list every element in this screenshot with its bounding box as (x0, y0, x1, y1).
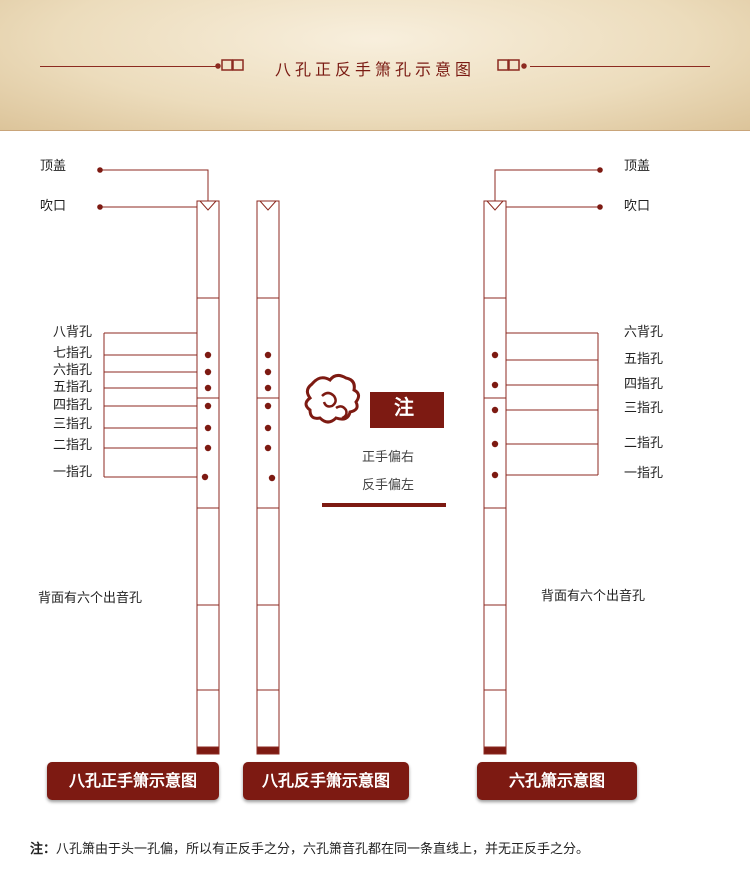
left-pointer-lines (100, 169, 209, 478)
left-hole-label-3: 三指孔 (53, 417, 93, 432)
right-hole-label-1: 一指孔 (624, 466, 664, 481)
right-hole-label-5: 五指孔 (624, 352, 664, 367)
hole-2 (204, 444, 212, 452)
pill-left: 八孔正手箫示意图 (47, 762, 219, 800)
hole-3 (204, 424, 212, 432)
hole-1 (201, 473, 209, 481)
hole-4 (204, 402, 212, 410)
left-hole-label-7: 七指孔 (53, 346, 93, 361)
footer-note: 注：八孔箫由于头一孔偏，所以有正反手之分，六孔箫音孔都在同一条直线上，并无正反手… (30, 838, 589, 857)
note-title: 注 (394, 395, 414, 419)
footer-prefix: 注： (30, 842, 57, 857)
left-top-cap-dot (97, 167, 103, 173)
left-mouthpiece-label: 吹口 (40, 199, 67, 214)
header-ornament-left (215, 59, 244, 71)
cloud-ornament-icon (304, 373, 361, 424)
header-right-line (530, 66, 710, 67)
right-hole-label-2: 二指孔 (624, 436, 664, 451)
hole-7 (204, 351, 212, 359)
flute-middle-holes (264, 351, 276, 482)
pill-right: 六孔箫示意图 (477, 762, 637, 800)
right-hole-label-4: 四指孔 (624, 377, 664, 392)
left-back-note: 背面有六个出音孔 (38, 591, 143, 606)
note-line-1: 正手偏右 (362, 450, 415, 465)
right-back-note: 背面有六个出音孔 (541, 589, 646, 604)
hole-5 (204, 384, 212, 392)
footer-text: 八孔箫由于头一孔偏，所以有正反手之分，六孔箫音孔都在同一条直线上，并无正反手之分… (56, 842, 590, 857)
left-hole-label-8: 八背孔 (53, 325, 93, 340)
note-line-2: 反手偏左 (362, 478, 415, 493)
flute-right-holes (491, 351, 499, 479)
header-background (0, 0, 750, 130)
header-left-line (40, 66, 220, 67)
right-hole-label-3: 三指孔 (624, 401, 664, 416)
note-box-graphic (304, 373, 446, 507)
right-hole-label-6: 六背孔 (624, 325, 664, 340)
right-top-cap-label: 顶盖 (624, 159, 651, 174)
left-hole-label-5: 五指孔 (53, 380, 93, 395)
left-top-cap-label: 顶盖 (40, 159, 67, 174)
left-hole-label-1: 一指孔 (53, 465, 93, 480)
right-pointer-lines (494, 169, 600, 476)
flute-left-holes (201, 351, 212, 481)
page-title: 八孔正反手箫孔示意图 (274, 60, 475, 79)
diagram-panel (0, 130, 750, 887)
header-ornament-right (497, 59, 527, 71)
left-hole-label-4: 四指孔 (53, 398, 93, 413)
flute-middle-body (256, 200, 280, 755)
right-top-cap-dot (597, 167, 603, 173)
right-mouthpiece-label: 吹口 (624, 199, 651, 214)
left-hole-label-2: 二指孔 (53, 438, 93, 453)
left-hole-label-6: 六指孔 (53, 363, 93, 378)
pill-middle: 八孔反手箫示意图 (243, 762, 409, 800)
hole-6 (204, 368, 212, 376)
left-mouthpiece-dot (97, 204, 103, 210)
right-mouthpiece-dot (597, 204, 603, 210)
